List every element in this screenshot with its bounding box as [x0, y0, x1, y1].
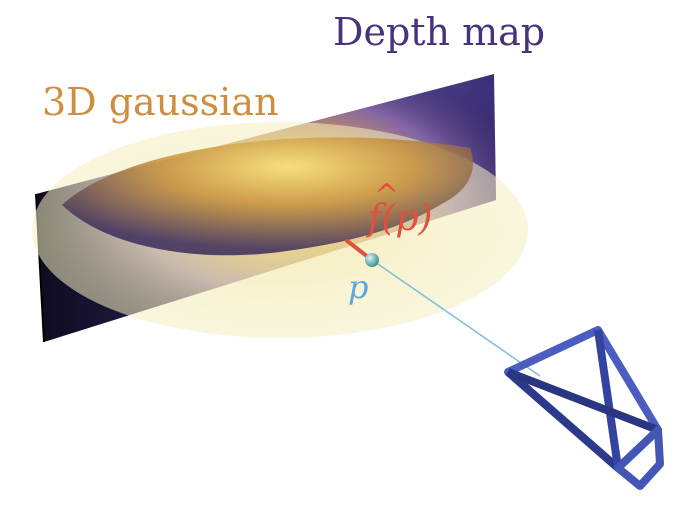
point-label: p [348, 268, 369, 306]
depth-map-label: Depth map [333, 10, 546, 54]
estimate-marker [344, 238, 370, 259]
camera-ray [371, 259, 541, 377]
estimate-label: f(p) [368, 198, 433, 239]
camera-frustum-icon [504, 326, 664, 490]
point-sphere [365, 253, 379, 267]
estimate-hat-label: ^ [374, 178, 400, 213]
depth-surface-bulge [62, 137, 473, 256]
gaussian-label: 3D gaussian [42, 80, 279, 124]
